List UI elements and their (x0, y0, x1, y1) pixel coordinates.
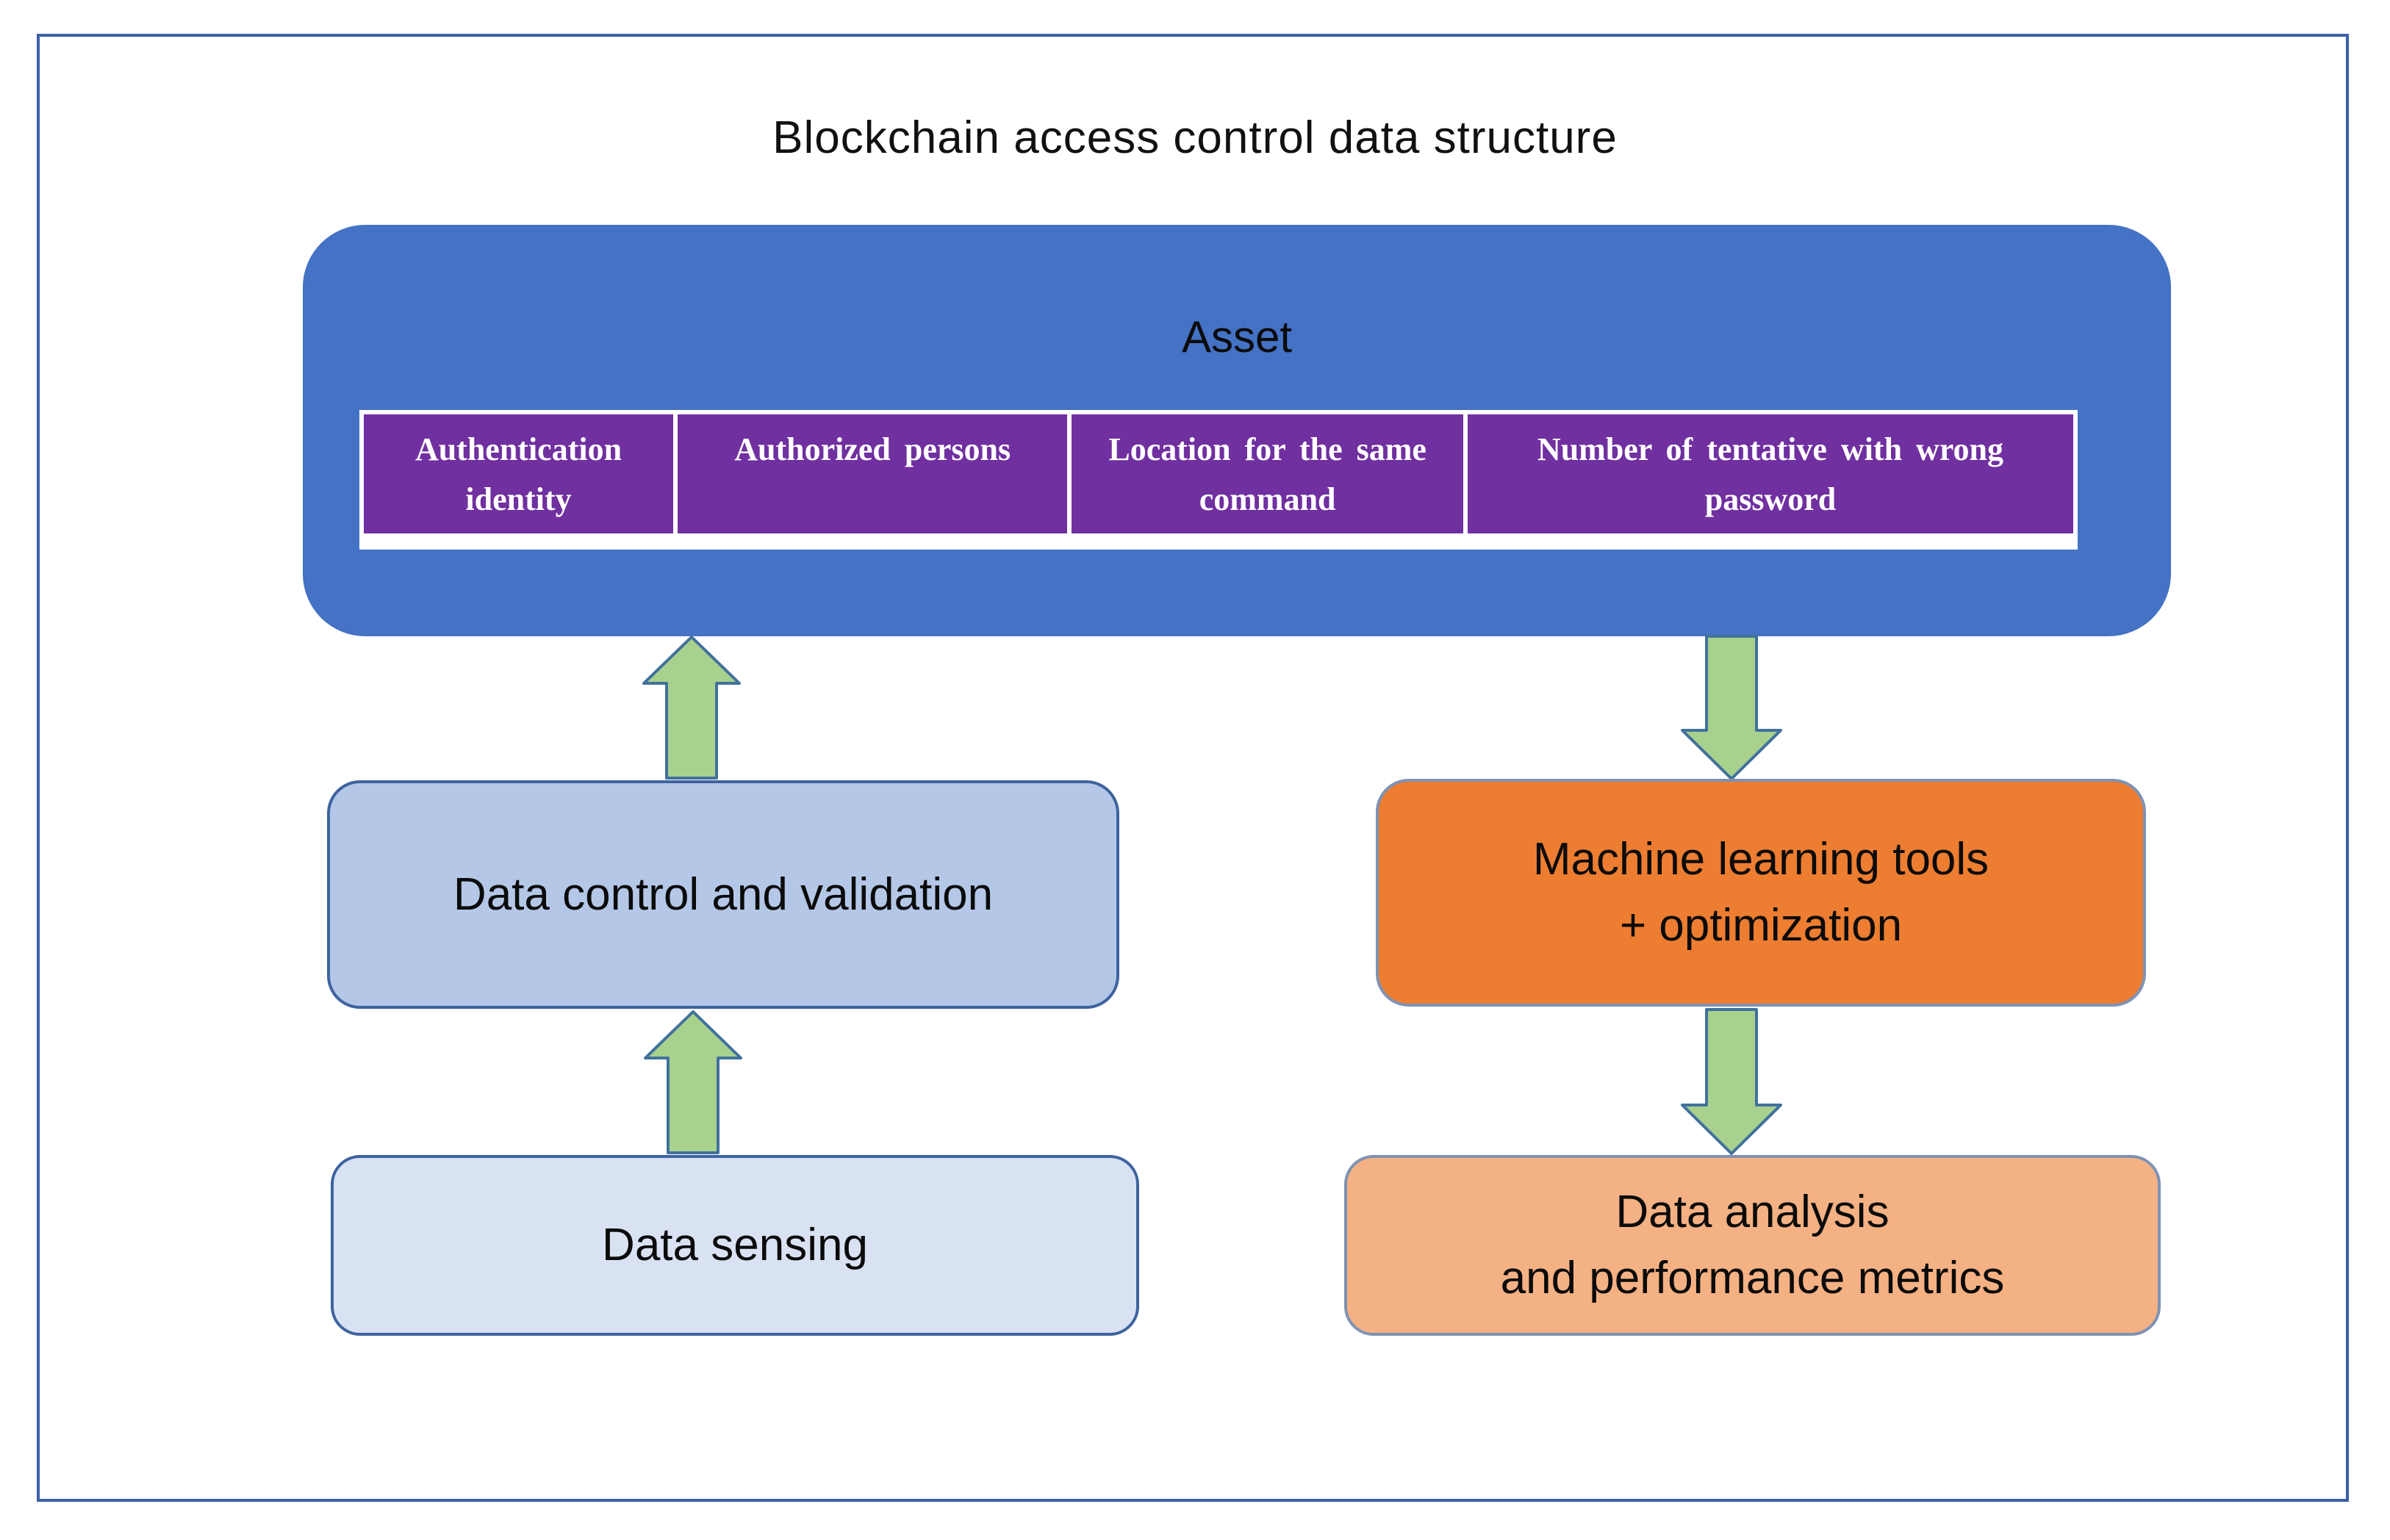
table-header-wrong-password-count: Number of tentative with wrong password (1467, 414, 2073, 533)
asset-label: Asset (1181, 312, 1293, 361)
machine-learning-box: Machine learning tools + optimization (1376, 779, 2146, 1007)
down-arrow-icon (1680, 635, 1783, 780)
data-analysis-line1: Data analysis (1615, 1187, 1890, 1238)
asset-table: Authentication identity Authorized perso… (359, 410, 2078, 550)
outer-frame (37, 34, 2349, 1502)
down-arrow-icon (1680, 1008, 1783, 1155)
machine-learning-label: Machine learning tools + optimization (1533, 827, 1989, 959)
up-arrow-icon (643, 1010, 743, 1155)
machine-learning-line1: Machine learning tools (1532, 834, 1989, 885)
table-header-authorized-persons: Authorized persons (678, 414, 1068, 533)
data-control-validation-label: Data control and validation (453, 868, 994, 920)
page-title: Blockchain access control data structure (772, 112, 1618, 163)
data-analysis-box: Data analysis and performance metrics (1344, 1155, 2161, 1336)
asset-container: Asset Authentication identity Authorized… (303, 225, 2171, 636)
data-analysis-label: Data analysis and performance metrics (1501, 1179, 2005, 1311)
data-analysis-line2: and performance metrics (1500, 1253, 2005, 1303)
table-header-authentication-identity: Authentication identity (364, 414, 673, 533)
data-sensing-box: Data sensing (331, 1155, 1139, 1336)
machine-learning-line2: + optimization (1619, 900, 1903, 951)
up-arrow-icon (642, 635, 742, 780)
data-sensing-label: Data sensing (602, 1220, 868, 1271)
data-control-validation-box: Data control and validation (327, 780, 1119, 1009)
table-header-location-same-command: Location for the same command (1072, 414, 1463, 533)
